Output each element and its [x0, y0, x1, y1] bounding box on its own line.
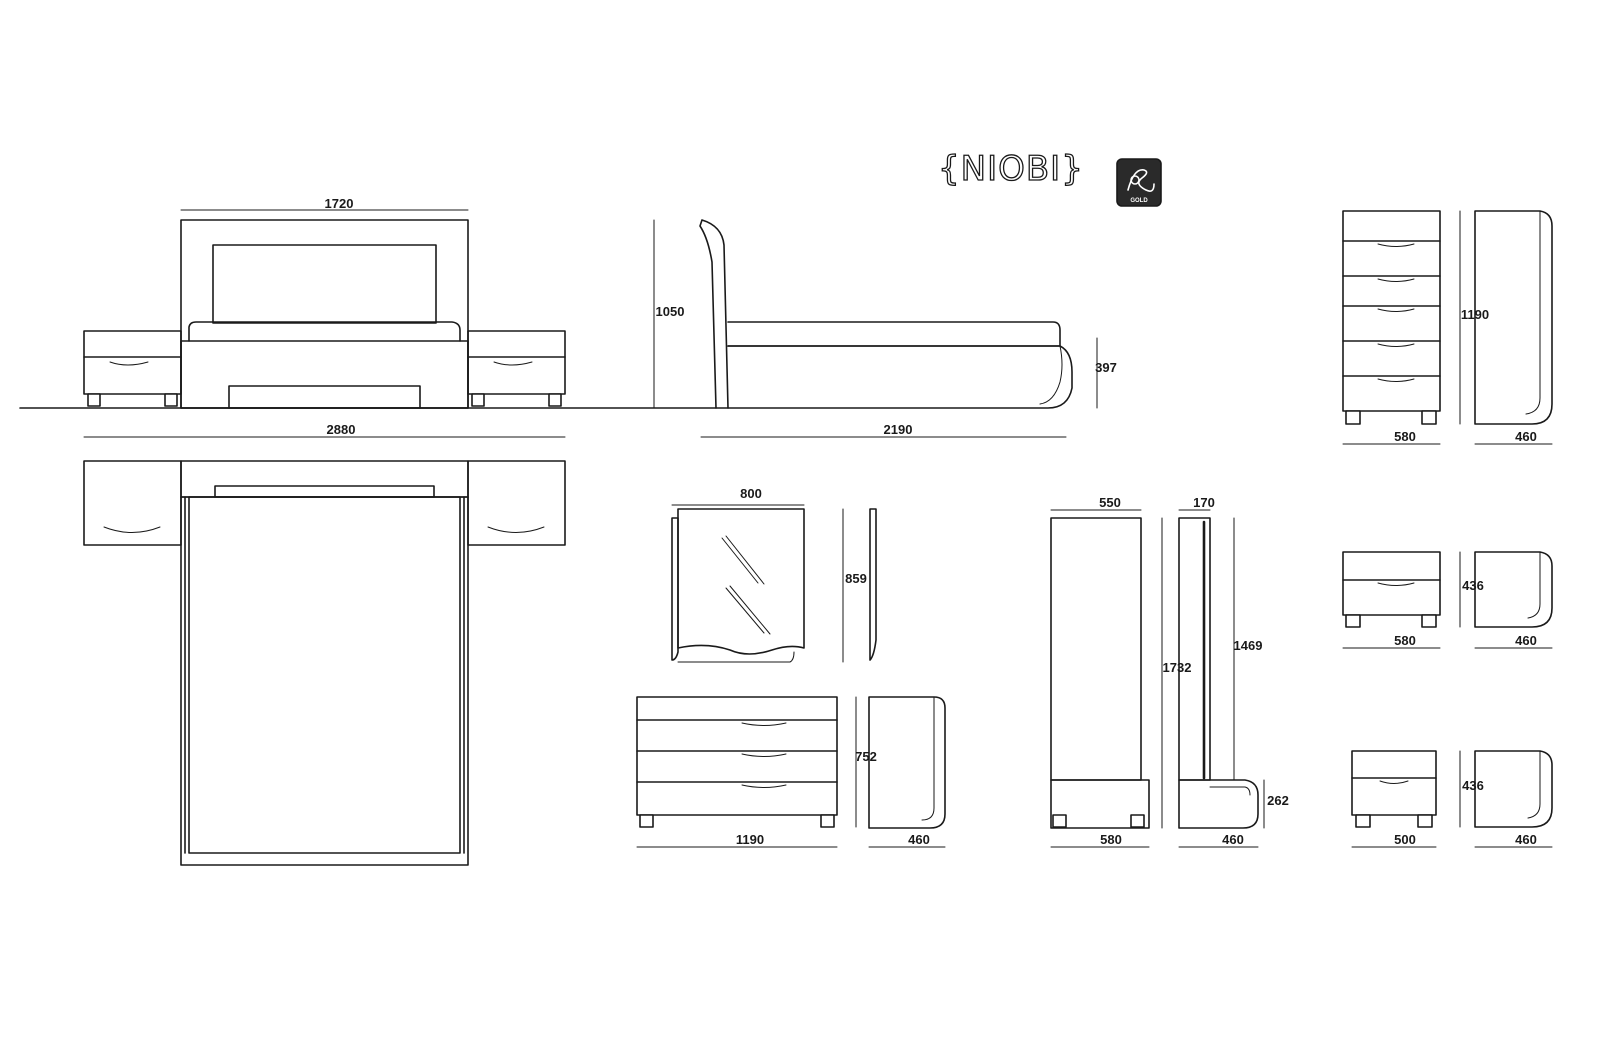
nightstand-medium-front	[1342, 551, 1441, 616]
dim-mirror-height: 859	[845, 571, 867, 586]
column-side-panel	[1178, 517, 1211, 781]
dim-chest-depth: 460	[1515, 429, 1537, 444]
dim-dresser-height: 752	[855, 749, 877, 764]
dim-nightstand-small-width: 500	[1394, 832, 1416, 847]
dim-headboard-width: 1720	[325, 196, 354, 211]
dim-panel-depth: 170	[1193, 495, 1215, 510]
bed-frame-side	[727, 345, 1073, 409]
headboard-inner	[212, 244, 437, 324]
dim-nightstand-small-depth: 460	[1515, 832, 1537, 847]
dim-column-height: 1732	[1163, 660, 1192, 675]
column-base	[1050, 779, 1150, 829]
tall-chest: 580 1190 460	[1342, 210, 1553, 445]
nightstand-medium: 580 436 460	[1342, 551, 1553, 649]
dresser-front	[636, 696, 838, 816]
dim-headboard-height: 1050	[656, 304, 685, 319]
bed-plan-view	[83, 460, 566, 866]
column-side-base	[1178, 779, 1259, 829]
dresser: 1190 752 460	[636, 696, 946, 848]
bed-base-drawer	[228, 385, 421, 409]
pillow-plan	[214, 485, 435, 498]
bed-frame-plan	[180, 496, 469, 866]
mirror-side	[869, 508, 877, 661]
dim-column-width: 550	[1099, 495, 1121, 510]
dim-column-base-width: 580	[1100, 832, 1122, 847]
bed-front-elevation: 1720 2880	[19, 196, 717, 438]
nightstand-left-front	[83, 330, 182, 395]
mattress-front	[188, 321, 461, 342]
headboard-outer	[180, 219, 469, 409]
headboard-side	[699, 219, 729, 409]
nightstand-small-side	[1474, 750, 1553, 828]
dim-chest-width: 580	[1394, 429, 1416, 444]
mirror-frame-back	[671, 517, 679, 661]
column-unit: 550 580 1732 170 1469 262 460	[1050, 495, 1289, 848]
bed-side-elevation: 1050 397 2190	[653, 219, 1117, 438]
column-front	[1050, 517, 1142, 781]
dim-nightstand-small-height: 436	[1462, 778, 1484, 793]
mattress-side	[727, 321, 1061, 347]
collection-title: {NIOBI}	[938, 149, 1084, 189]
dim-bed-length: 2190	[884, 422, 913, 437]
dresser-side	[868, 696, 946, 829]
dim-column-base-height: 262	[1267, 793, 1289, 808]
logo-text: GOLD	[1130, 198, 1148, 204]
dim-nightstand-height: 436	[1462, 578, 1484, 593]
brand-logo: GOLD	[1116, 158, 1162, 207]
bed-base-front	[180, 340, 469, 409]
mattress-plan	[188, 496, 461, 854]
dim-mirror-width: 800	[740, 486, 762, 501]
dim-dresser-width: 1190	[736, 832, 764, 847]
nightstand-small-front	[1351, 750, 1437, 816]
nightstand-medium-side	[1474, 551, 1553, 628]
dim-side-height: 397	[1095, 360, 1117, 375]
dim-nightstand-depth: 460	[1515, 633, 1537, 648]
dim-dresser-depth: 460	[908, 832, 930, 847]
dim-panel-height: 1469	[1234, 638, 1263, 653]
tall-chest-front	[1342, 210, 1441, 412]
nightstand-right-front	[467, 330, 566, 395]
dim-nightstand-width: 580	[1394, 633, 1416, 648]
dim-overall-width: 2880	[327, 422, 356, 437]
nightstand-small: 500 436 460	[1351, 750, 1553, 848]
headboard-plan	[180, 460, 469, 498]
mirror: 800 859	[671, 486, 877, 663]
mirror-frame	[677, 508, 805, 655]
mirror-glare	[721, 537, 759, 584]
dim-column-base-depth: 460	[1222, 832, 1244, 847]
tall-chest-side	[1474, 210, 1553, 425]
